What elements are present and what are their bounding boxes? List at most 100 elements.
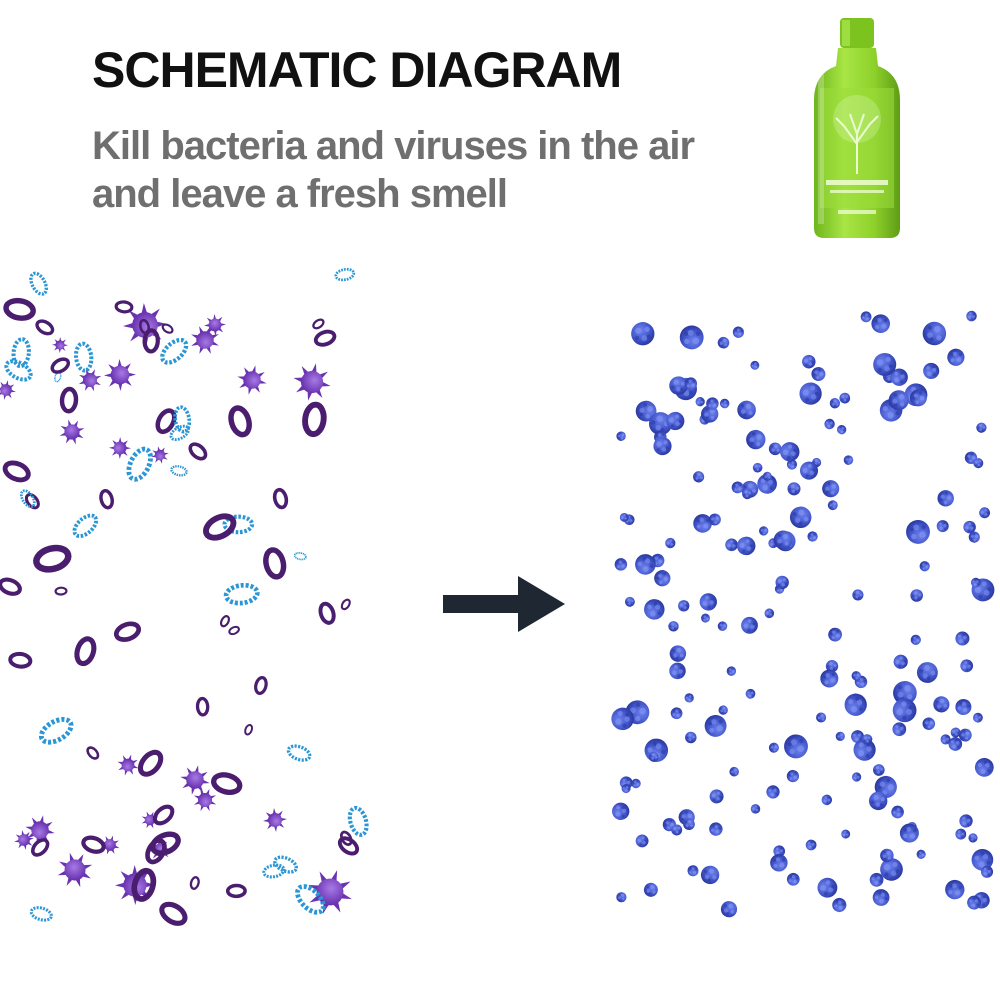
purified-particle-icon: [827, 499, 839, 511]
dark-ring-particle-icon: [33, 316, 57, 338]
virus-icon: [299, 861, 361, 923]
purified-particle-icon: [614, 430, 628, 443]
purified-particle-icon: [869, 885, 893, 910]
purified-particle-icon: [729, 766, 740, 777]
purified-particle-icon: [909, 633, 923, 647]
dark-ring-particle-icon: [303, 404, 325, 436]
dark-ring-particle-icon: [34, 545, 71, 573]
purified-particle-icon: [762, 606, 776, 620]
purified-particle-icon: [813, 873, 842, 902]
purified-particle-icon: [698, 863, 722, 887]
purified-particle-icon: [623, 595, 637, 609]
dark-ring-particle-icon: [0, 577, 22, 597]
purified-particle-icon: [757, 524, 771, 538]
purified-particle-icon: [871, 314, 891, 334]
dark-ring-particle-icon: [81, 835, 105, 854]
dark-ring-particle-icon: [160, 321, 176, 336]
purified-particle-icon: [700, 612, 711, 624]
process-arrow-icon: [443, 576, 565, 632]
purified-particle-icon: [967, 574, 999, 606]
purified-particle-icon: [818, 668, 840, 689]
purified-particle-icon: [786, 502, 816, 532]
subtitle: Kill bacteria and viruses in the air and…: [92, 122, 752, 218]
virus-icon: [0, 378, 18, 402]
purified-particle-icon: [918, 559, 932, 573]
dark-ring-particle-icon: [97, 487, 116, 511]
purified-particle-icon: [972, 712, 983, 723]
purified-particle-icon: [708, 787, 726, 805]
dark-ring-particle-icon: [252, 674, 270, 697]
purified-particle-icon: [915, 848, 927, 860]
dark-ring-particle-icon: [74, 637, 97, 666]
purified-particle-icon: [807, 531, 819, 542]
purified-particle-icon: [630, 777, 642, 790]
purified-particle-icon: [826, 626, 844, 643]
purified-particle-icon: [974, 420, 989, 435]
dark-ring-particle-icon: [310, 316, 327, 332]
dark-ring-particle-icon: [3, 460, 31, 484]
purified-particle-icon: [829, 895, 849, 915]
blue-ring-particle-icon: [1, 355, 36, 386]
purified-particle-icon: [842, 691, 870, 719]
purified-particle-icon: [693, 395, 707, 408]
purified-particle-icon: [666, 618, 681, 634]
dark-ring-particle-icon: [152, 803, 176, 826]
dark-ring-particle-icon: [212, 772, 242, 795]
purified-particle-icon: [651, 567, 674, 589]
purified-particle-icon: [686, 864, 700, 878]
purified-particle-icon: [717, 336, 730, 349]
subtitle-line-2: and leave a fresh smell: [92, 172, 508, 216]
purified-particle-icon: [820, 478, 842, 500]
virus-icon: [231, 359, 273, 401]
dark-ring-particle-icon: [136, 749, 164, 779]
subtitle-line-1: Kill bacteria and viruses in the air: [92, 124, 695, 168]
purified-particle-icon: [641, 596, 667, 623]
purified-particle-icon: [942, 877, 967, 902]
purified-particle-icon: [922, 321, 947, 346]
purified-particle-icon: [719, 900, 739, 919]
purified-particle-icon: [815, 712, 827, 723]
blue-ring-particle-icon: [26, 269, 52, 299]
dark-ring-particle-icon: [54, 586, 68, 596]
dark-ring-particle-icon: [242, 722, 255, 737]
dark-ring-particle-icon: [61, 389, 76, 412]
blue-ring-particle-icon: [124, 446, 155, 483]
purified-particle-icon: [696, 590, 721, 614]
purified-particle-icon: [610, 801, 631, 822]
purified-particle-icon: [639, 733, 673, 767]
purified-particle-icon: [795, 378, 826, 409]
purified-particle-icon: [954, 827, 968, 841]
page-title: SCHEMATIC DIAGRAM: [92, 42, 622, 98]
blue-ring-particle-icon: [68, 509, 102, 542]
purified-particle-icon: [907, 586, 926, 605]
dark-ring-particle-icon: [195, 696, 210, 717]
product-bottle-icon: [814, 18, 900, 238]
purified-particle-icon: [676, 598, 692, 614]
purified-particle-icon: [704, 714, 728, 738]
purified-particle-icon: [786, 769, 800, 783]
blue-ring-particle-icon: [158, 336, 190, 367]
dark-ring-particle-icon: [218, 613, 232, 629]
purified-particle-icon: [715, 619, 730, 633]
purified-particle-icon: [964, 308, 979, 324]
purified-particle-icon: [841, 453, 856, 467]
purified-particle-icon: [752, 462, 764, 474]
purified-particle-icon: [744, 687, 757, 700]
blue-ring-particle-icon: [37, 715, 74, 747]
purified-particle-icon: [823, 417, 837, 431]
purified-particle-icon: [717, 704, 729, 716]
dark-ring-particle-icon: [271, 486, 290, 511]
virus-icon: [51, 336, 69, 354]
purified-particle-icon: [782, 732, 810, 760]
purified-particle-icon: [835, 731, 846, 742]
purified-particle-icon: [773, 530, 793, 550]
purified-particle-icon: [614, 557, 628, 571]
dark-ring-particle-icon: [228, 406, 252, 437]
purified-particle-icon: [666, 659, 689, 682]
purified-particle-icon: [890, 651, 911, 672]
purified-particle-icon: [764, 783, 782, 801]
purified-particle-icon: [784, 479, 804, 498]
blue-ring-particle-icon: [284, 741, 314, 765]
purified-particle-icon: [669, 705, 685, 721]
